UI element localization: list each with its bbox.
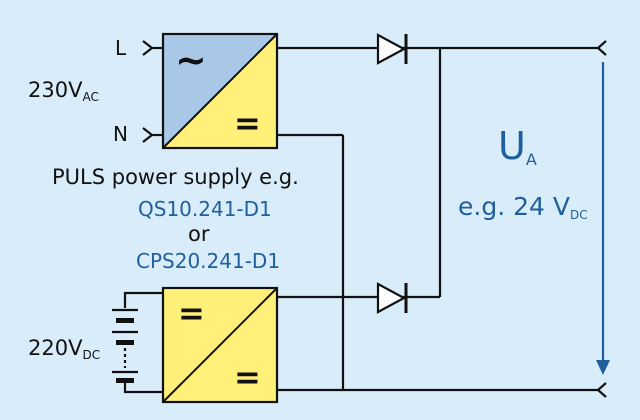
wires [123,46,600,394]
dc-symbol-input: = [178,294,205,332]
terminal-l [142,40,154,56]
output-voltage-symbol: UA [498,124,537,169]
terminal-n [142,127,154,143]
dc-symbol-ac-box: = [234,104,261,142]
n-label: N [113,122,128,146]
battery-icon [112,308,138,383]
model-2: CPS20.241-D1 [136,249,281,273]
dc-symbol-output: = [234,358,261,396]
caption-line1: PULS power supply e.g. [52,165,299,189]
output-terminal-top [596,40,607,56]
dc-voltage-label: 220VDC [28,336,101,362]
output-terminals [596,40,607,398]
diode-bottom [376,282,408,314]
ac-dc-converter-box [161,32,279,150]
output-terminal-bottom [596,382,607,398]
ac-symbol: ~ [175,38,207,82]
output-voltage-value: e.g. 24 VDC [458,192,588,222]
caption-or: or [188,222,210,246]
input-terminals [142,40,154,143]
wire-battery-minus [123,382,163,394]
model-1: QS10.241-D1 [138,197,272,221]
dc-dc-converter-box [161,286,279,404]
l-label: L [115,36,127,60]
wire-battery-plus [123,291,163,308]
ac-voltage-label: 230VAC [28,78,99,104]
output-voltage-arrow [596,62,610,375]
diode-top [376,33,408,65]
